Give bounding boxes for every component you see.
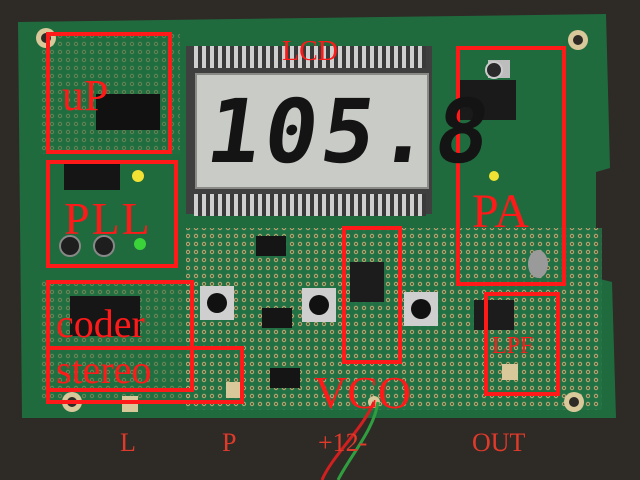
connector-label-out: OUT xyxy=(472,428,526,457)
lcd-readout: 105.8 xyxy=(200,80,501,183)
connector-label-p: P xyxy=(222,428,237,457)
up-box xyxy=(46,32,172,154)
label-pa: PA xyxy=(472,185,529,238)
lcd-module xyxy=(186,46,432,216)
pll-box xyxy=(46,160,178,268)
annotation-boxes xyxy=(46,32,566,404)
connector-label-power: +12- xyxy=(318,428,368,457)
lpf-box xyxy=(484,292,560,396)
label-vco: VCO xyxy=(314,367,412,418)
label-lpf: LPF xyxy=(492,333,534,359)
label-up: uP xyxy=(62,71,109,120)
components xyxy=(59,60,548,388)
coder-box xyxy=(46,280,194,392)
power-wires xyxy=(320,401,380,480)
connector-label-l: L xyxy=(120,428,136,457)
vco-box xyxy=(342,226,402,364)
label-stereo: stereo xyxy=(56,347,152,392)
tactile-switches xyxy=(200,286,438,326)
label-coder: coder xyxy=(56,301,145,346)
pa-box xyxy=(456,46,566,286)
stereo-box xyxy=(46,346,244,404)
label-pll: PLL xyxy=(64,193,152,244)
label-lcd: LCD xyxy=(282,36,338,67)
